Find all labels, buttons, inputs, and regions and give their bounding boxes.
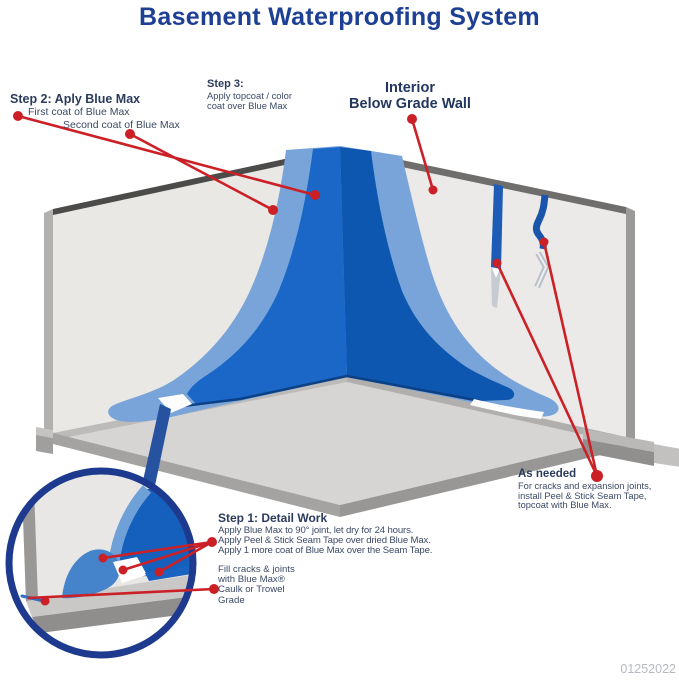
leader-step1-c bbox=[158, 540, 213, 574]
detail-wall-edge bbox=[22, 488, 38, 602]
step3-heading: Step 3: bbox=[207, 78, 244, 90]
leader-wall-label bbox=[410, 118, 435, 191]
step2-first-coat: First coat of Blue Max bbox=[28, 106, 130, 118]
detail-slab-face bbox=[32, 594, 190, 633]
magnifier-connector bbox=[140, 404, 171, 500]
as-needed-heading: As needed bbox=[518, 468, 577, 480]
step1-heading: Step 1: Detail Work bbox=[218, 511, 328, 525]
right-wall-right-edge bbox=[626, 207, 635, 444]
fill-cracks-label: Fill cracks & joints with Blue Max® Caul… bbox=[218, 564, 338, 606]
leader-first-coat bbox=[17, 114, 316, 197]
leader-dots bbox=[13, 111, 603, 606]
leader-step1-a bbox=[102, 540, 213, 560]
fill-cracks-body: Fill cracks & joints with Blue Max® Caul… bbox=[218, 564, 295, 606]
leader-step1-b bbox=[122, 540, 213, 572]
coat-bottom-edge bbox=[166, 374, 481, 410]
blue-max-coating bbox=[108, 146, 559, 422]
right-wall-top-edge bbox=[340, 147, 626, 214]
magnifier-ring bbox=[5, 467, 197, 659]
coat-inner-right bbox=[340, 147, 515, 401]
crack-highlight bbox=[492, 268, 500, 278]
right-foot-caulk-gap bbox=[470, 399, 544, 419]
right-footing-front bbox=[583, 439, 654, 466]
left-footing-top bbox=[36, 427, 53, 438]
as-needed-label: As needed For cracks and expansion joint… bbox=[518, 467, 678, 511]
document-code: 01252022 bbox=[620, 662, 676, 676]
as-needed-body: For cracks and expansion joints, install… bbox=[518, 481, 652, 511]
leader-second-coat bbox=[129, 132, 274, 212]
left-wall-edge bbox=[44, 209, 53, 438]
leader-lines bbox=[17, 114, 599, 600]
leader-as-needed-2 bbox=[542, 241, 599, 477]
step3-label: Step 3: Apply topcoat / color coat over … bbox=[207, 77, 292, 110]
leader-fill-cracks bbox=[27, 587, 215, 600]
step2-label: Step 2: Aply Blue Max First coat of Blue… bbox=[10, 92, 180, 131]
step3-body: Apply topcoat / color coat over Blue Max bbox=[207, 90, 292, 111]
detail-floor-coat-strip bbox=[145, 565, 190, 581]
page-title: Basement Waterproofing System bbox=[139, 3, 540, 31]
detail-seam-tape-white bbox=[113, 557, 147, 583]
floor-right-junction-shadow bbox=[347, 375, 626, 444]
expansion-joint-tape bbox=[491, 184, 503, 308]
right-footing-top bbox=[583, 429, 654, 452]
step2-second-coat: Second coat of Blue Max bbox=[63, 118, 180, 131]
interior-line1: Interior bbox=[385, 80, 435, 96]
interior-wall-label: Interior Below Grade Wall bbox=[335, 80, 485, 112]
right-footing-step bbox=[654, 444, 679, 467]
coat-inner-left bbox=[187, 147, 347, 404]
detail-corner-coat-light-band bbox=[108, 485, 152, 563]
step1-body: Apply Blue Max to 90° joint, let dry for… bbox=[218, 525, 433, 557]
slab-front-left bbox=[53, 433, 340, 517]
zigzag-crack-open-highlight bbox=[536, 252, 547, 288]
slab-front-right bbox=[340, 437, 626, 517]
step2-heading: Step 2: Aply Blue Max bbox=[10, 92, 141, 106]
left-wall-top-edge bbox=[53, 147, 340, 215]
interior-line2: Below Grade Wall bbox=[349, 95, 471, 112]
left-foot-caulk-gap bbox=[158, 394, 192, 413]
step1-label: Step 1: Detail Work Apply Blue Max to 90… bbox=[218, 511, 448, 557]
leader-as-needed-1 bbox=[495, 262, 599, 477]
seam-tape-strip bbox=[491, 184, 503, 269]
left-footing-front bbox=[36, 435, 53, 454]
open-crack-below-tape bbox=[491, 267, 501, 308]
